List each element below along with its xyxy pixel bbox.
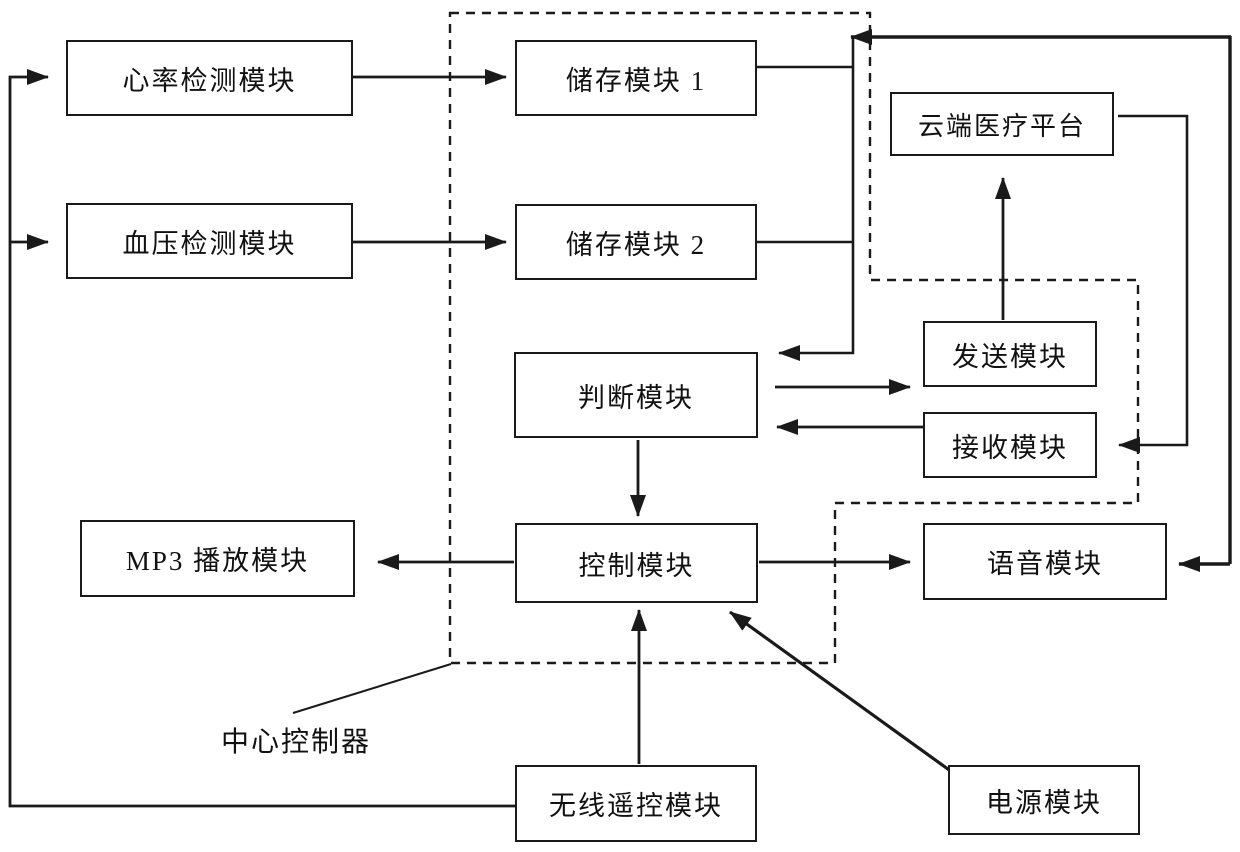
heart-rate-module-label: 心率检测模块 — [122, 65, 297, 96]
node-wireless-remote-module: 无线遥控模块 — [515, 765, 757, 842]
central-controller-annotation: 中心控制器 — [216, 720, 376, 760]
node-control-module: 控制模块 — [515, 523, 758, 603]
edge-power-to-control — [729, 610, 953, 774]
node-receive-module: 接收模块 — [923, 412, 1097, 478]
mp3-play-module-label: MP3 播放模块 — [125, 546, 310, 576]
node-voice-module: 语音模块 — [923, 523, 1167, 600]
edge-cloud-to-receive — [1118, 114, 1189, 453]
central-controller-pointer-line — [292, 663, 452, 714]
wireless-remote-module-label: 无线遥控模块 — [549, 791, 723, 821]
node-heart-rate-module: 心率检测模块 — [66, 40, 353, 116]
node-send-module: 发送模块 — [923, 321, 1097, 387]
send-module-label: 发送模块 — [952, 341, 1068, 372]
central-controller-label: 中心控制器 — [220, 727, 371, 758]
blood-pressure-module-label: 血压检测模块 — [122, 228, 297, 259]
node-blood-pressure-module: 血压检测模块 — [66, 203, 353, 279]
cloud-medical-platform-label: 云端医疗平台 — [917, 111, 1086, 141]
node-mp3-play-module: MP3 播放模块 — [80, 520, 355, 597]
receive-module-label: 接收模块 — [952, 432, 1068, 463]
power-module-label: 电源模块 — [986, 787, 1102, 818]
edge-junction-to-judge — [778, 37, 855, 361]
control-module-label: 控制模块 — [578, 550, 695, 581]
edge-wireless-to-heart-rate — [8, 69, 515, 808]
storage-module-1-label: 储存模块 1 — [565, 65, 707, 96]
node-storage-module-1: 储存模块 1 — [515, 40, 757, 116]
node-storage-module-2: 储存模块 2 — [515, 204, 757, 280]
storage-module-2-label: 储存模块 2 — [565, 229, 707, 260]
node-cloud-medical-platform: 云端医疗平台 — [890, 92, 1114, 156]
node-power-module: 电源模块 — [948, 765, 1140, 835]
judge-module-label: 判断模块 — [578, 382, 694, 413]
node-judge-module: 判断模块 — [514, 352, 758, 438]
voice-module-label: 语音模块 — [987, 549, 1103, 579]
